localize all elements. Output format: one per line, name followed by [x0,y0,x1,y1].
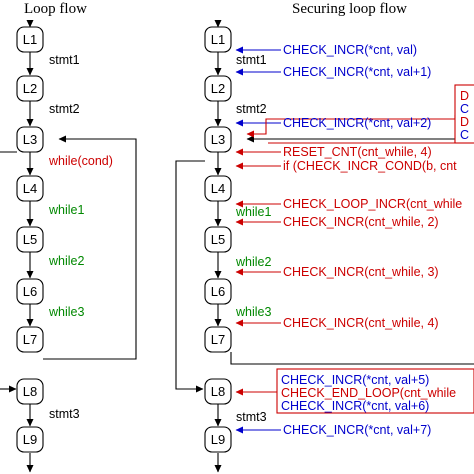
svg-text:L6: L6 [211,284,225,299]
right-node-l1: L1 [204,26,232,53]
svg-text:L8: L8 [23,384,37,399]
cm-check-incr-val2: CHECK_INCR(*cnt, val+2) [283,116,431,130]
svg-text:L5: L5 [211,232,225,247]
cm-check-incr-cond: if (CHECK_INCR_COND(b, cnt [283,159,457,173]
left-node-l4: L4 [16,175,44,202]
svg-text:L3: L3 [211,132,225,147]
cm-check-incr-while2: CHECK_INCR(cnt_while, 2) [283,215,439,229]
right-node-l4: L4 [204,175,232,202]
svg-text:L4: L4 [211,181,225,196]
right-label-while2: while2 [235,255,271,269]
svg-text:L6: L6 [23,284,37,299]
svg-text:L8: L8 [211,384,225,399]
right-node-l8: L8 [204,378,232,405]
left-node-l8: L8 [16,378,44,405]
left-title: Loop flow [24,1,87,17]
left-node-l5: L5 [16,226,44,253]
declaration-box [454,84,474,144]
left-node-l6: L6 [16,278,44,305]
svg-text:L1: L1 [23,32,37,47]
cm-check-end-loop: CHECK_END_LOOP(cnt_while [281,386,456,400]
decl-line-4: C [460,128,469,142]
cm-check-incr-val: CHECK_INCR(*cnt, val) [283,43,417,57]
right-node-l7: L7 [204,326,232,353]
svg-text:L5: L5 [23,232,37,247]
right-label-while3: while3 [235,305,271,319]
left-node-l9: L9 [16,426,44,453]
left-label-stmt3: stmt3 [49,407,80,421]
left-label-while1: while1 [48,203,84,217]
left-label-while-cond: while(cond) [48,154,113,168]
svg-text:L7: L7 [211,332,225,347]
l8-countermeasure-box [276,368,474,414]
cm-check-incr-while3: CHECK_INCR(cnt_while, 3) [283,265,439,279]
right-node-l2: L2 [204,75,232,102]
cm-reset-cnt: RESET_CNT(cnt_while, 4) [283,145,432,159]
svg-text:L1: L1 [211,32,225,47]
right-flow: L1 L2 L3 L4 L5 L6 L7 L8 [175,20,474,473]
right-node-l3: L3 [204,126,232,153]
cm-check-incr-while4: CHECK_INCR(cnt_while, 4) [283,316,439,330]
left-node-l2: L2 [16,75,44,102]
svg-text:L9: L9 [211,432,225,447]
left-flow: L1 L2 L3 L4 L5 L6 L7 L8 [0,20,137,473]
svg-text:L7: L7 [23,332,37,347]
left-node-l3: L3 [16,126,44,153]
left-label-stmt1: stmt1 [49,53,80,67]
svg-text:L2: L2 [211,81,225,96]
svg-text:L2: L2 [23,81,37,96]
cm-check-incr-val1: CHECK_INCR(*cnt, val+1) [283,65,431,79]
right-node-l5: L5 [204,226,232,253]
right-label-while1: while1 [235,205,271,219]
svg-text:L3: L3 [23,132,37,147]
svg-text:L4: L4 [23,181,37,196]
right-node-l9: L9 [204,426,232,453]
decl-line-2: C [460,102,469,116]
right-label-stmt2: stmt2 [236,102,267,116]
decl-line-3: D [460,115,469,129]
left-label-while2: while2 [48,254,84,268]
cm-check-incr-val7: CHECK_INCR(*cnt, val+7) [283,423,431,437]
svg-text:L9: L9 [23,432,37,447]
left-node-l7: L7 [16,326,44,353]
left-label-stmt2: stmt2 [49,102,80,116]
cm-check-loop-incr: CHECK_LOOP_INCR(cnt_while [283,197,462,211]
decl-line-1: D [460,89,469,103]
right-node-l6: L6 [204,278,232,305]
right-label-stmt3: stmt3 [236,410,267,424]
right-title: Securing loop flow [292,1,407,17]
cm-check-incr-val5: CHECK_INCR(*cnt, val+5) [281,373,429,387]
cm-check-incr-val6: CHECK_INCR(*cnt, val+6) [281,399,429,413]
left-label-while3: while3 [48,305,84,319]
left-node-l1: L1 [16,26,44,53]
right-label-stmt1: stmt1 [236,53,267,67]
